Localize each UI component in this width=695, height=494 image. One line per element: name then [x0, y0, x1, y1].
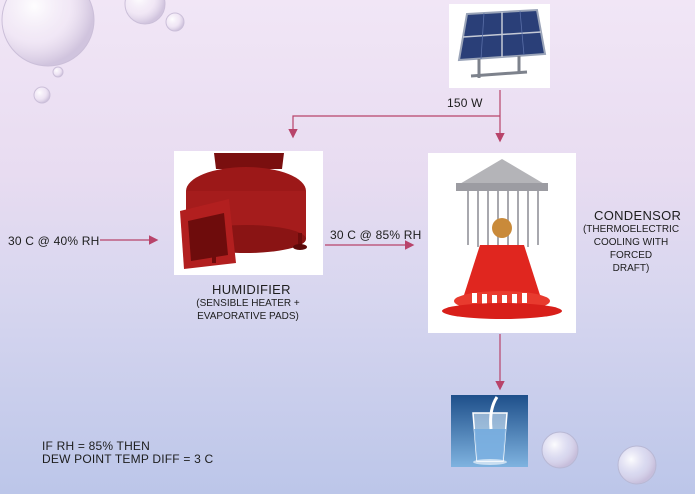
condensor-title: CONDENSOR	[594, 208, 682, 223]
humidifier-image	[174, 151, 323, 275]
water-glass-image	[451, 395, 528, 467]
power-label: 150 W	[447, 96, 483, 110]
humidifier-sub-line1: (SENSIBLE HEATER +	[196, 298, 300, 309]
condensor-sub-line3: DRAFT)	[612, 263, 650, 274]
bubble	[52, 66, 64, 78]
bubble	[33, 86, 51, 104]
humidifier-sub-line2: EVAPORATIVE PADS)	[197, 311, 299, 322]
bubble	[617, 445, 657, 485]
humidifier-title: HUMIDIFIER	[212, 282, 291, 297]
bubble	[165, 12, 185, 32]
condensor-sub-line2: COOLING WITH FORCED	[593, 237, 669, 261]
note-line1: IF RH = 85% THEN	[42, 439, 151, 453]
condensor-subtitle: (THERMOELECTRIC COOLING WITH FORCED DRAF…	[575, 223, 687, 275]
dew-point-note: IF RH = 85% THEN DEW POINT TEMP DIFF = 3…	[42, 440, 213, 466]
note-line2: DEW POINT TEMP DIFF = 3 C	[42, 452, 214, 466]
bubble	[1, 0, 95, 67]
bubble	[541, 431, 579, 469]
solar-panel-image	[449, 4, 550, 88]
humidifier-subtitle: (SENSIBLE HEATER + EVAPORATIVE PADS)	[178, 297, 318, 323]
mid-condition-label: 30 C @ 85% RH	[330, 228, 422, 242]
condensor-image	[428, 153, 576, 333]
bubble	[124, 0, 166, 25]
input-condition-label: 30 C @ 40% RH	[8, 234, 100, 248]
arrow-solar-to-humidifier	[288, 115, 500, 139]
condensor-sub-line1: (THERMOELECTRIC	[582, 224, 680, 235]
